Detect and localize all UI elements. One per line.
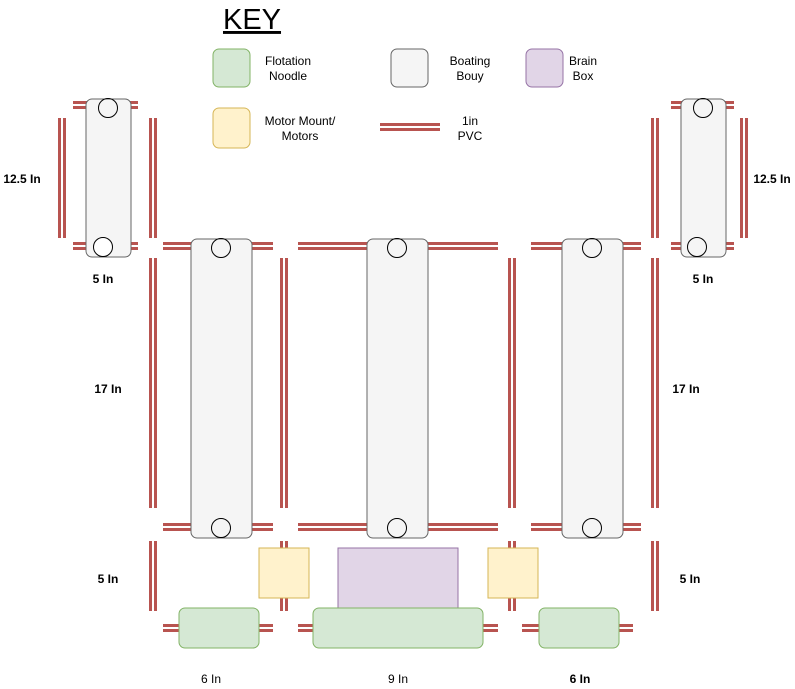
key-motor-label-line1: Motor Mount/: [265, 114, 336, 128]
pvc-connector-circle: [211, 238, 231, 258]
dim-right-low: 5 In: [680, 572, 701, 586]
dim-left-height: 12.5 In: [3, 172, 40, 186]
pvc-connector-circle: [582, 518, 602, 538]
dim-right-mid: 17 In: [672, 382, 699, 396]
pvc-connector-circle: [93, 237, 113, 257]
motor-mount-right: [487, 547, 539, 599]
pvc-connector-circle: [98, 98, 118, 118]
key-motor-swatch: [212, 107, 251, 149]
key-noodle-swatch: [212, 48, 251, 88]
key-noodle-label-line2: Noodle: [269, 69, 307, 83]
pvc-connector-circle: [211, 518, 231, 538]
dim-bottom-center: 9 In: [388, 672, 408, 686]
key-pvc-label-line1: 1in: [462, 114, 478, 128]
dim-right-height: 12.5 In: [753, 172, 790, 186]
motor-mount-left: [258, 547, 310, 599]
dim-bottom-left: 6 In: [201, 672, 221, 686]
key-noodle-label-line1: Flotation: [265, 54, 311, 68]
key-motor-label-line2: Motors: [282, 129, 319, 143]
dim-bottom-right: 6 In: [570, 672, 591, 686]
key-title: KEY: [223, 4, 281, 36]
pvc-connector-circle: [387, 518, 407, 538]
noodle-center: [312, 607, 484, 649]
key-buoy-swatch: [390, 48, 429, 88]
noodle-right: [538, 607, 620, 649]
buoy-left-small: [85, 98, 132, 258]
buoy-right-small: [680, 98, 727, 258]
dim-left-width: 5 In: [93, 272, 114, 286]
brain-box: [337, 547, 459, 611]
pvc-connector-circle: [693, 98, 713, 118]
pvc-connector-circle: [687, 237, 707, 257]
pvc-connector-circle: [582, 238, 602, 258]
pvc-connector-circle: [387, 238, 407, 258]
key-buoy-label-line1: Boating: [450, 54, 491, 68]
buoy-right-large: [561, 238, 624, 539]
key-buoy-label-line2: Bouy: [456, 69, 483, 83]
key-brain-swatch: [525, 48, 564, 88]
buoy-center-large: [366, 238, 429, 539]
dim-left-mid: 17 In: [94, 382, 121, 396]
dim-right-width: 5 In: [693, 272, 714, 286]
key-pvc-label-line2: PVC: [458, 129, 483, 143]
key-brain-label-line2: Box: [573, 69, 594, 83]
dim-left-low: 5 In: [98, 572, 119, 586]
noodle-left: [178, 607, 260, 649]
buoy-left-large: [190, 238, 253, 539]
key-brain-label-line1: Brain: [569, 54, 597, 68]
